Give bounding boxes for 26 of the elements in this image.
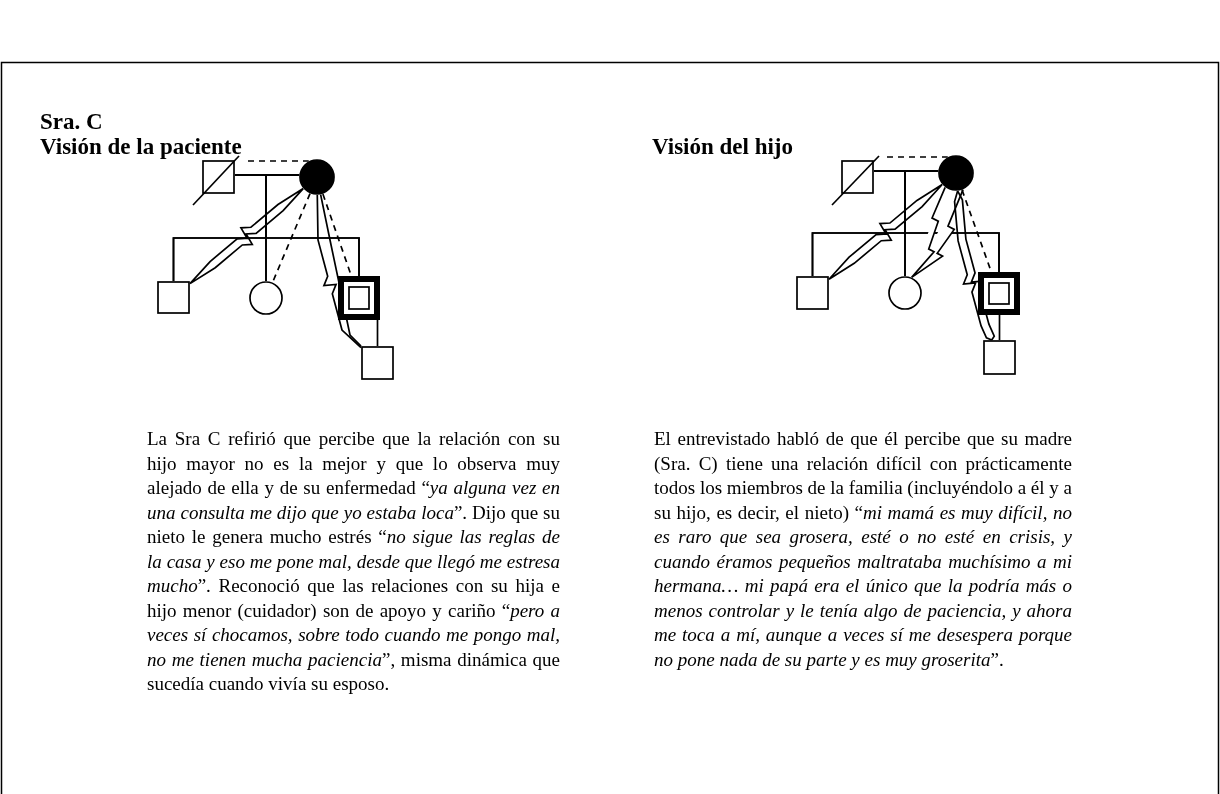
descent-line [998,314,1001,341]
person-square [841,160,874,194]
index-person-square [338,276,380,320]
section-heading: Visión del hijo [652,133,793,160]
person-square [202,160,235,194]
person-square [796,276,829,310]
person-circle [938,155,974,191]
paragraph: La Sra C refirió que percibe que la relación con su hijo mayor no es la mejor y que lo observa muy alejado de ella y de su enfermedad “ya alguna vez en una consulta me dijo que yo estaba loca”. Dijo que su nieto le genera mucho estrés “no sigue las reglas de la casa y eso me pone mal, desde que llegó me estresa mucho”. Reconoció que las relaciones con su hija e hijo menor (cuidador) son de apoyo y cariño “pero a veces sí chocamos, sobre todo cuando me pongo mal, no me tienen mucha paciencia”, misma dinámica que sucedía cuando vivía su esposo. [147,427,560,696]
hostile-line [828,183,944,281]
descent-line [904,170,1000,273]
descent-line [265,174,360,277]
person-circle [888,276,922,310]
person-circle [299,159,335,195]
person-circle [249,281,283,315]
heading: Sra. C [40,108,103,135]
hostile-line [189,187,305,285]
paragraph: El entrevistado habló de que él percibe que su madre (Sra. C) tiene una relación difícil con prácticamente todos los miembros de la familia (incluyéndolo a él y a su hijo, es decir, el nieto) “mi mamá es muy difícil, no es raro que sea grosera, esté o no esté en crisis, y cuando éramos pequeños maltrataba muchísimo a mi hermana… mi papá era el único que la podría más o menos controlar y le tenía algo de paciencia, y ahora me toca a mí, aunque a veces sí me desespera porque no pone nada de su parte y es muy groserita”. [654,427,1072,672]
section-heading: Visión de la paciente [40,133,242,160]
lightning-line [910,186,964,279]
relation-line [247,160,310,162]
descent-line [376,319,379,347]
person-square [157,281,190,314]
relation-line [886,156,949,158]
person-square [361,346,394,380]
person-square [983,340,1016,375]
index-person-square [978,272,1020,315]
